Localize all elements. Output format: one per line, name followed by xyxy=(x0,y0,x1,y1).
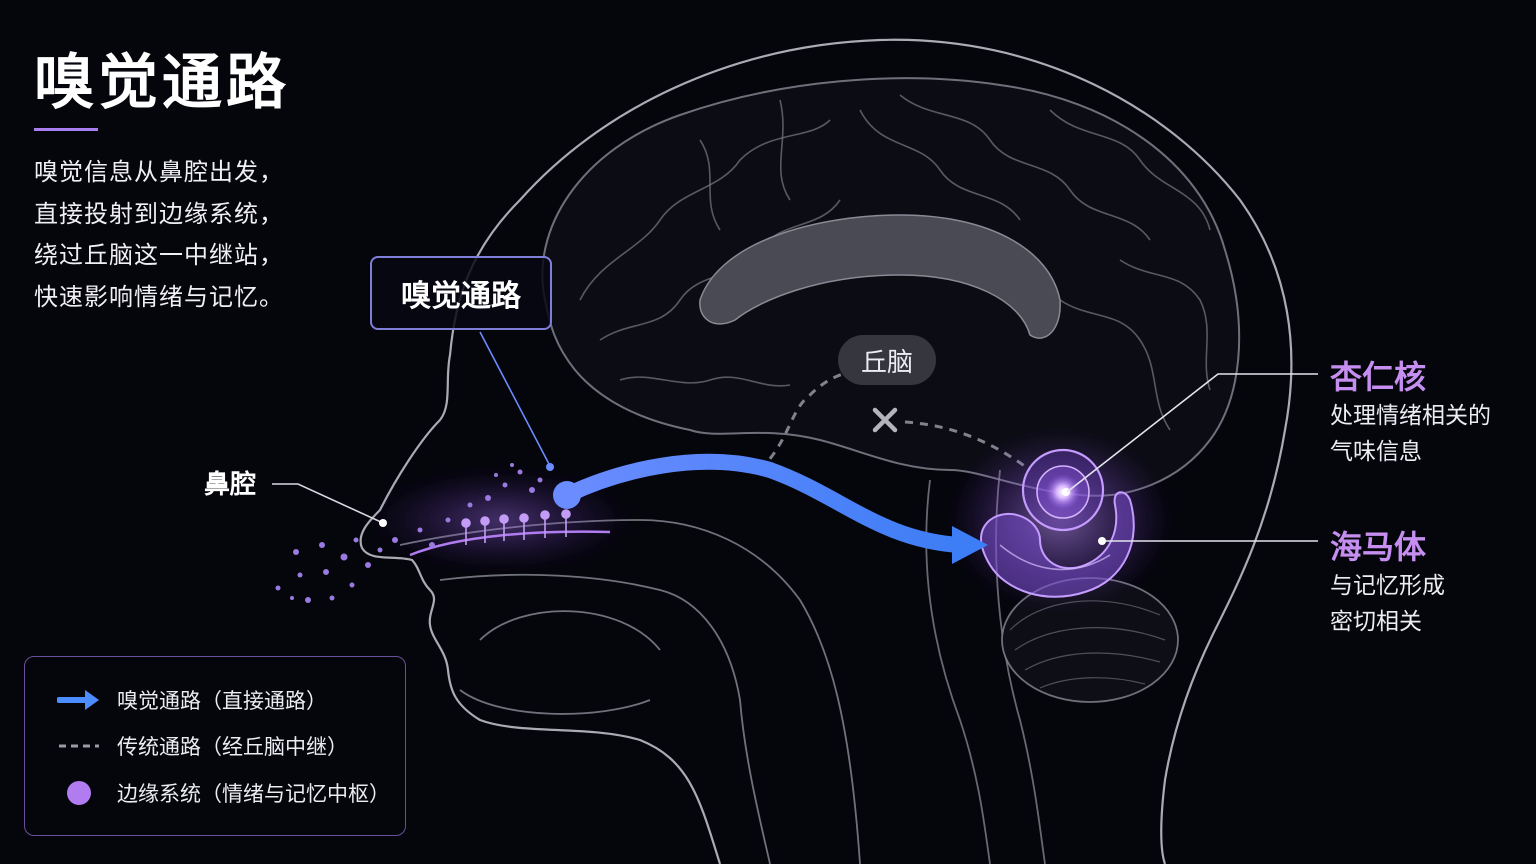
amygdala-desc-line: 气味信息 xyxy=(1330,439,1422,465)
blocked-x-icon xyxy=(872,407,898,433)
thalamus-label: 丘脑 xyxy=(838,335,936,385)
hippocampus-desc-line: 密切相关 xyxy=(1330,609,1422,635)
amygdala-leader xyxy=(1066,373,1318,493)
olfactory-bulb-node xyxy=(553,481,581,509)
olfactory-receptors xyxy=(461,509,571,545)
intro-line: 直接投射到边缘系统， xyxy=(34,199,284,228)
amygdala-desc: 处理情绪相关的 气味信息 xyxy=(1330,398,1491,470)
legend-item-traditional: 传统通路（经丘脑中继） xyxy=(57,731,348,761)
gray-dashed-line-icon xyxy=(57,731,101,761)
blue-arrow-icon xyxy=(56,685,101,715)
nasal-leader xyxy=(272,483,384,524)
legend-label: 嗅觉通路（直接通路） xyxy=(117,689,327,713)
purple-dot-icon xyxy=(57,778,101,808)
callout-leader xyxy=(479,331,550,465)
odor-particles xyxy=(275,463,543,603)
airway-lines xyxy=(399,519,861,864)
hippocampus-desc: 与记忆形成 密切相关 xyxy=(1330,568,1445,640)
intro-line: 绕过丘脑这一中继站， xyxy=(34,241,284,269)
hippocampus-shape xyxy=(980,491,1135,598)
olfactory-pathway-arrowhead xyxy=(952,526,988,564)
legend-item-limbic: 边缘系统（情绪与记忆中枢） xyxy=(57,778,390,808)
nasal-cavity-label: 鼻腔 xyxy=(204,470,257,500)
brain-outline xyxy=(541,77,1241,497)
olfactory-epithelium xyxy=(409,530,611,557)
hippocampus-desc-line: 与记忆形成 xyxy=(1330,573,1445,599)
amygdala-title: 杏仁核 xyxy=(1330,358,1427,396)
intro-line: 嗅觉信息从鼻腔出发， xyxy=(34,158,284,186)
title-underline xyxy=(34,128,98,131)
hippocampus-title: 海马体 xyxy=(1330,528,1427,566)
intro-text: 嗅觉信息从鼻腔出发， 直接投射到边缘系统， 绕过丘脑这一中继站， 快速影响情绪与… xyxy=(34,152,284,318)
amygdala-desc-line: 处理情绪相关的 xyxy=(1330,403,1491,429)
corpus-callosum xyxy=(699,214,1061,339)
legend-item-direct: 嗅觉通路（直接通路） xyxy=(56,685,327,715)
intro-line: 快速影响情绪与记忆。 xyxy=(34,282,284,311)
page-title: 嗅觉通路 xyxy=(34,48,290,118)
legend: 嗅觉通路（直接通路） 传统通路（经丘脑中继） 边缘系统（情绪与记忆中枢） xyxy=(24,656,406,836)
traditional-pathway-line-2 xyxy=(904,420,1031,472)
legend-label: 边缘系统（情绪与记忆中枢） xyxy=(117,782,390,806)
legend-label: 传统通路（经丘脑中继） xyxy=(117,735,348,759)
olfactory-pathway-arrow xyxy=(559,453,968,553)
olfactory-pathway-callout: 嗅觉通路 xyxy=(370,256,552,330)
